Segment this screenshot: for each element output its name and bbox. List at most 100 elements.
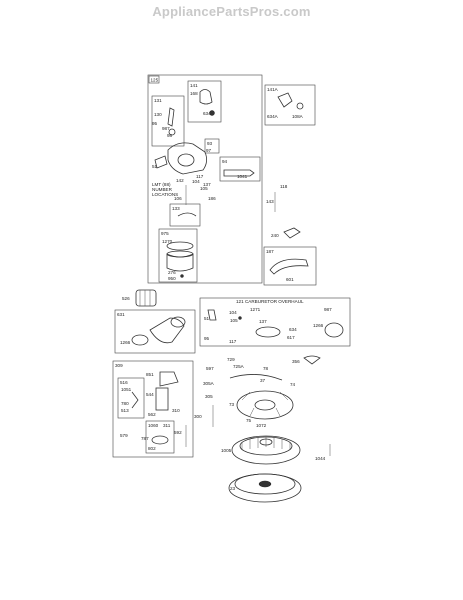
callout-125: 125 [151, 78, 159, 83]
callout-634a: 634A [267, 114, 279, 119]
carburetor-body-part [167, 142, 207, 175]
callout-305a: 305A [203, 381, 215, 386]
callout-579: 579 [120, 433, 128, 438]
callout-106: 106 [174, 196, 182, 201]
flywheel-fins [241, 437, 291, 450]
bowl-gasket-ring-part [166, 241, 194, 251]
callout-93: 93 [207, 141, 213, 146]
base-plate-inner [234, 473, 296, 495]
callout-1051: 1051 [121, 387, 132, 392]
callout-310: 310 [172, 408, 180, 413]
callout-780: 780 [121, 401, 129, 406]
intake-manifold-part [149, 317, 185, 344]
callout-526: 526 [122, 296, 130, 301]
intake-port-part [170, 316, 186, 328]
sub-box-187 [263, 246, 317, 286]
bowl-screw-part [180, 274, 184, 278]
callout-74: 74 [290, 382, 296, 387]
sub-box-1090 [145, 420, 175, 454]
callout-51b: 51 [204, 316, 210, 321]
ignition-wire-part [229, 374, 283, 381]
callout-box-125 [148, 75, 160, 84]
callout-117: 117 [196, 174, 204, 179]
lmt-note-line3: LOCATIONS [152, 192, 178, 197]
callout-78: 78 [263, 366, 269, 371]
choke-shaft-part [199, 89, 213, 105]
callout-117b: 117 [229, 339, 237, 344]
callout-137b: 137 [259, 319, 267, 324]
flywheel-part [231, 435, 301, 465]
carburetor-bore-part [177, 153, 195, 167]
overhaul-screw-part [238, 316, 242, 320]
bowl-gasket-part [154, 155, 168, 169]
ignition-armature-spokes [241, 391, 289, 417]
callout-1072: 1072 [256, 423, 267, 428]
filter-526-part [135, 289, 157, 307]
callout-168: 168 [190, 91, 198, 96]
filter-526-ribs [139, 290, 151, 306]
carburetor-assembly-group: 125 141 168 634 131 130 95 987 98 51 142… [147, 74, 263, 284]
sub-box-93 [204, 138, 220, 154]
starter-group: 309 851 516 1051 780 513 544 562 310 106… [112, 360, 194, 458]
intake-manifold-group: 631 1266 [114, 309, 196, 354]
callout-133: 133 [172, 206, 180, 211]
lmt-note-line1: LMT (88) [152, 182, 171, 187]
callout-1270: 1270 [162, 239, 173, 244]
callout-1044: 1044 [315, 456, 326, 461]
callout-544: 544 [146, 392, 154, 397]
choke-link-a-part [296, 102, 304, 110]
callout-187: 187 [266, 249, 274, 254]
intake-parts-group: 141A 634A 108A 118 143 240 187 601 [263, 84, 317, 286]
callout-631: 631 [117, 312, 125, 317]
float-part [177, 212, 197, 217]
callout-562: 562 [148, 412, 156, 417]
callout-186: 186 [208, 196, 216, 201]
callout-75: 75 [246, 418, 252, 423]
callout-1266: 1266 [120, 340, 131, 345]
callout-105: 105 [200, 186, 208, 191]
callout-601: 601 [286, 277, 294, 282]
callout-729: 729 [227, 357, 235, 362]
callout-725a: 725A [233, 364, 245, 369]
fuel-line-187-part [269, 258, 309, 275]
callout-516: 516 [120, 380, 128, 385]
carburetor-assembly-box [147, 74, 263, 284]
callout-309: 309 [115, 363, 123, 368]
carburetor-overhaul-kit-group: 121 CARBURETOR OVERHAUL 51 104 105 1271 … [199, 297, 351, 347]
callout-592: 592 [174, 430, 182, 435]
callout-305: 305 [205, 394, 213, 399]
sub-box-94 [219, 156, 261, 182]
callout-23: 23 [230, 486, 236, 491]
callout-37: 37 [260, 378, 266, 383]
site-watermark: AppliancePartsPros.com [152, 4, 311, 19]
callout-987: 987 [162, 126, 170, 131]
sub-box-516 [117, 377, 145, 419]
callout-851: 851 [146, 372, 154, 377]
callout-634: 634 [203, 111, 211, 116]
callout-987b: 987 [324, 307, 332, 312]
sub-box-141a [264, 84, 316, 126]
spark-plug-cover-part [303, 355, 321, 365]
sub-box-631 [114, 309, 196, 354]
sub-box-141 [187, 80, 222, 123]
ignition-armature-hub [254, 399, 276, 411]
callout-141a: 141A [267, 87, 279, 92]
callout-300: 300 [194, 414, 202, 419]
fuel-shutoff-solenoid-part [223, 169, 255, 177]
carburetor-overhaul-box [199, 297, 351, 347]
armature-part [155, 387, 169, 411]
fuel-filter-group: 526 [122, 289, 157, 307]
callout-1060-sub: 1060 [148, 423, 159, 428]
callout-975: 975 [161, 231, 169, 236]
lmt-note-line2: NUMBER [152, 187, 173, 192]
starter-cover-part [159, 371, 179, 387]
callout-950: 950 [168, 276, 176, 281]
callout-51: 51 [152, 164, 158, 169]
overhaul-gasket-part [207, 309, 217, 321]
callout-142: 142 [176, 178, 184, 183]
callout-1271: 1271 [250, 307, 261, 312]
choke-lever-part [209, 110, 215, 116]
sub-box-309 [112, 360, 194, 458]
flywheel-hub [259, 438, 273, 446]
